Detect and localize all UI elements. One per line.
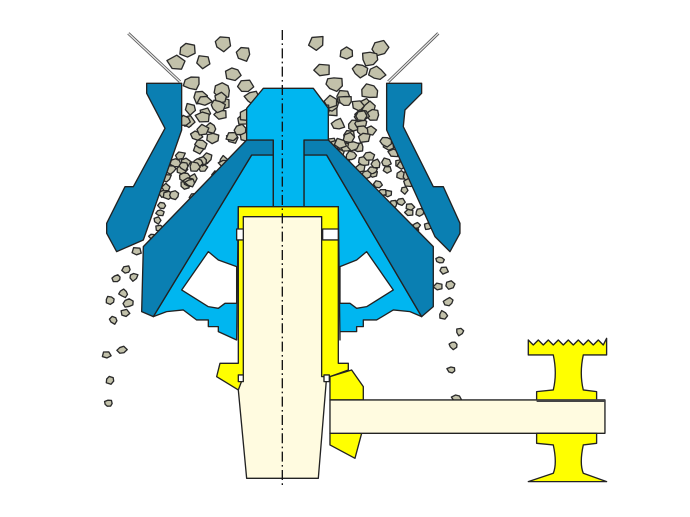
rock [337,95,352,107]
rock [111,274,121,283]
concave-right [385,82,461,253]
rock [351,100,366,112]
hopper [127,32,440,83]
rock [442,296,454,307]
rock [179,42,196,58]
rock [379,136,393,148]
rock [105,295,115,306]
rock [196,55,211,70]
rock [194,139,208,150]
rock [235,46,251,62]
rock [183,178,196,188]
rock [456,327,465,337]
rock [224,67,242,82]
rock [116,345,128,354]
rock [439,309,449,320]
rock [236,79,255,93]
bevel-gear-upper [329,369,364,401]
mantle-right [303,139,434,318]
rock [196,95,214,106]
gap-left [235,228,244,241]
bevel-gear-lower [329,432,363,459]
pinion-pulley-top [527,337,608,401]
rock [357,132,371,143]
rock [382,165,392,174]
rock [362,151,376,161]
rock [156,201,167,210]
rock [415,207,425,217]
rock [325,77,344,93]
rock [371,39,390,57]
rock [307,35,324,51]
rock [105,375,115,385]
rock [120,308,131,318]
rock [214,36,232,53]
rock [108,315,118,325]
pinion-pulley-bottom [527,432,608,483]
rock [121,265,131,274]
rock [184,102,197,116]
rock [381,157,392,167]
rock [313,63,330,77]
rock [333,137,348,150]
rock [174,151,186,161]
rock [435,256,445,264]
rock [118,288,129,299]
rock [339,46,354,60]
rock [155,209,165,217]
gap-lower-right [323,374,330,383]
rock [206,132,220,145]
rock [122,298,134,308]
rock [439,266,450,275]
rock [355,110,368,122]
rock [210,99,227,114]
rock [445,280,456,290]
rock [396,197,406,207]
window-left [180,250,238,309]
rock [182,76,200,91]
rock [370,158,381,169]
rock [233,123,247,136]
rock [446,366,456,374]
rock [103,399,113,407]
rock [166,54,186,70]
rock [347,141,360,152]
rock [131,247,142,256]
rock [345,150,358,161]
rock [400,186,409,195]
rock [367,65,387,81]
rock [168,190,180,201]
rock [448,341,458,351]
rock [432,282,443,291]
rock [129,272,139,282]
rock [330,117,346,130]
concave-left [105,82,183,253]
rock [361,83,379,99]
rock [403,208,414,217]
rock [189,161,201,172]
rock [351,63,369,79]
countershaft [329,399,606,434]
gap-lower-left [237,374,244,383]
rock [153,216,162,225]
rock [101,351,112,359]
rock [194,111,210,123]
gap-right [321,228,339,241]
rock [196,123,210,136]
window-right [339,250,394,309]
rock [361,51,379,67]
